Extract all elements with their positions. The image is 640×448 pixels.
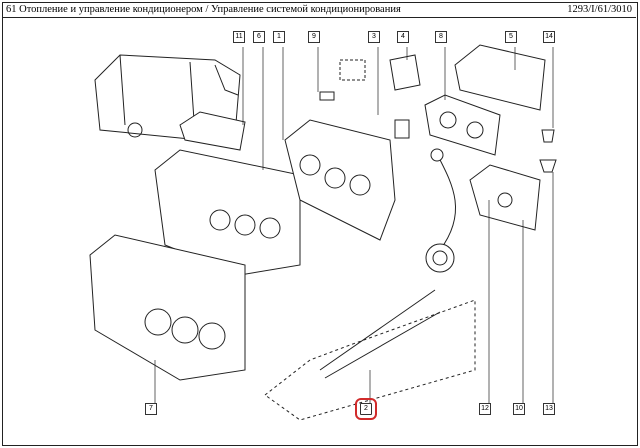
callout-2-highlighted[interactable]: 2 [355,398,377,420]
callout-10[interactable]: 10 [513,403,525,415]
callout-5[interactable]: 5 [505,31,517,43]
callout-7[interactable]: 7 [145,403,157,415]
callout-9[interactable]: 9 [308,31,320,43]
callout-12[interactable]: 12 [479,403,491,415]
part-2 [264,289,476,421]
part-11 [179,111,246,151]
callout-11[interactable]: 11 [233,31,245,43]
callout-3[interactable]: 3 [368,31,380,43]
part-8 [424,94,501,156]
diagram-header: 61 Отопление и управление кондиционером … [2,2,636,18]
callout-14[interactable]: 14 [543,31,555,43]
part-14 [541,129,555,143]
part-6 [154,149,301,276]
callout-13[interactable]: 13 [543,403,555,415]
part-3 [394,119,410,139]
part-10 [469,164,541,231]
callout-1[interactable]: 1 [273,31,285,43]
diagram-title: 61 Отопление и управление кондиционером … [6,4,401,15]
part-12 [425,148,457,273]
callout-4[interactable]: 4 [397,31,409,43]
diagram-code: 1293/I/61/3010 [567,4,632,15]
part-1 [284,119,396,241]
part-13 [539,159,557,173]
part-9 [319,91,335,101]
callout-6[interactable]: 6 [253,31,265,43]
part-7 [89,234,246,381]
callout-8[interactable]: 8 [435,31,447,43]
part-4 [389,54,421,91]
part-5 [454,44,546,111]
